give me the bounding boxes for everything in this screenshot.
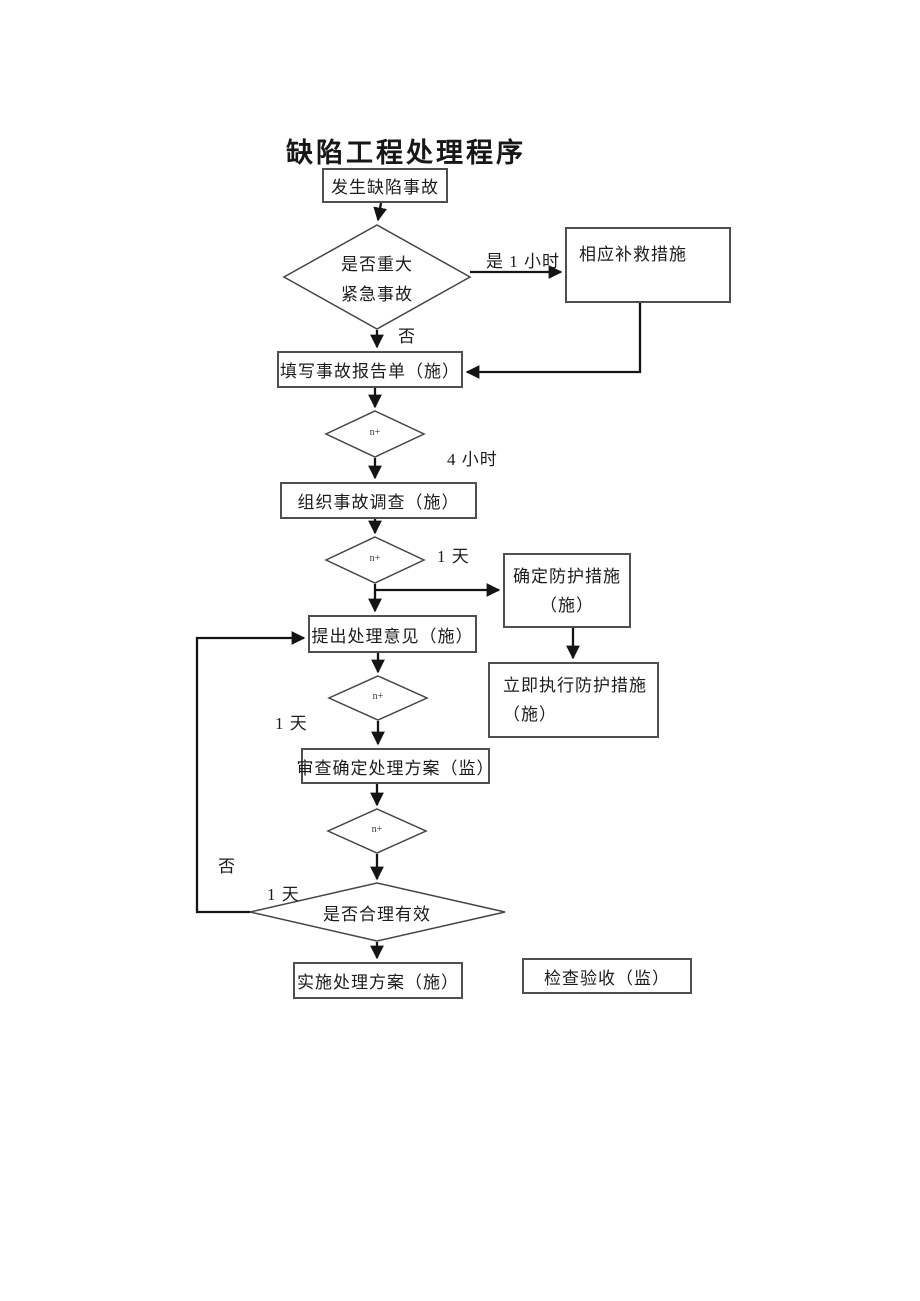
- decision-major-diamond: [282, 224, 472, 330]
- decision-major-line2: 紧急事故: [341, 285, 413, 304]
- page-title: 缺陷工程处理程序: [286, 138, 526, 168]
- node-start: 发生缺陷事故: [322, 168, 448, 203]
- edge-label-yes-1hour: 是 1 小时: [486, 252, 560, 271]
- node-opinion: 提出处理意见（施）: [308, 615, 477, 653]
- timer4-label: n+: [371, 824, 383, 835]
- decision-major-text: 是否重大 紧急事故: [297, 250, 457, 310]
- node-report: 填写事故报告单（施）: [277, 351, 463, 388]
- node-execute-protective: 立即执行防护措施 （施）: [488, 662, 659, 738]
- timer3-label: n+: [372, 691, 384, 702]
- node-investigate: 组织事故调查（施）: [280, 482, 477, 519]
- arrow-loop-no-to-opinion: [195, 631, 306, 914]
- arrow-remedy-to-report: [465, 303, 642, 379]
- edge-label-no: 否: [398, 327, 416, 346]
- timer-diamond-3: [327, 675, 429, 721]
- edge-label-1day-a: 1 天: [437, 547, 470, 566]
- timer-diamond-2: [324, 536, 426, 584]
- node-inspect: 检查验收（监）: [522, 958, 692, 994]
- decision-valid-diamond: [249, 882, 506, 942]
- edge-label-1day-b: 1 天: [275, 714, 308, 733]
- node-remedy: 相应补救措施: [565, 227, 731, 303]
- timer1-label: n+: [369, 427, 381, 438]
- edge-label-no-loop: 否: [218, 857, 236, 876]
- node-protective-line1: 确定防护措施: [513, 567, 621, 586]
- decision-valid-text: 是否合理有效: [323, 905, 431, 924]
- timer2-label: n+: [369, 553, 381, 564]
- edge-label-4hours: 4 小时: [447, 450, 498, 469]
- node-protective: 确定防护措施 （施）: [503, 553, 631, 628]
- node-execute-protective-line1: 立即执行防护措施: [503, 676, 647, 695]
- node-protective-line2: （施）: [540, 596, 594, 615]
- node-implement: 实施处理方案（施）: [293, 962, 463, 999]
- timer-diamond-1: [324, 410, 426, 458]
- node-review-plan: 审查确定处理方案（监）: [297, 748, 494, 784]
- decision-major-line1: 是否重大: [341, 255, 413, 274]
- edge-label-1day-c: 1 天: [267, 885, 300, 904]
- node-execute-protective-line2: （施）: [503, 705, 557, 724]
- arrow-start-to-decision: [373, 202, 387, 222]
- timer-diamond-4: [326, 808, 428, 854]
